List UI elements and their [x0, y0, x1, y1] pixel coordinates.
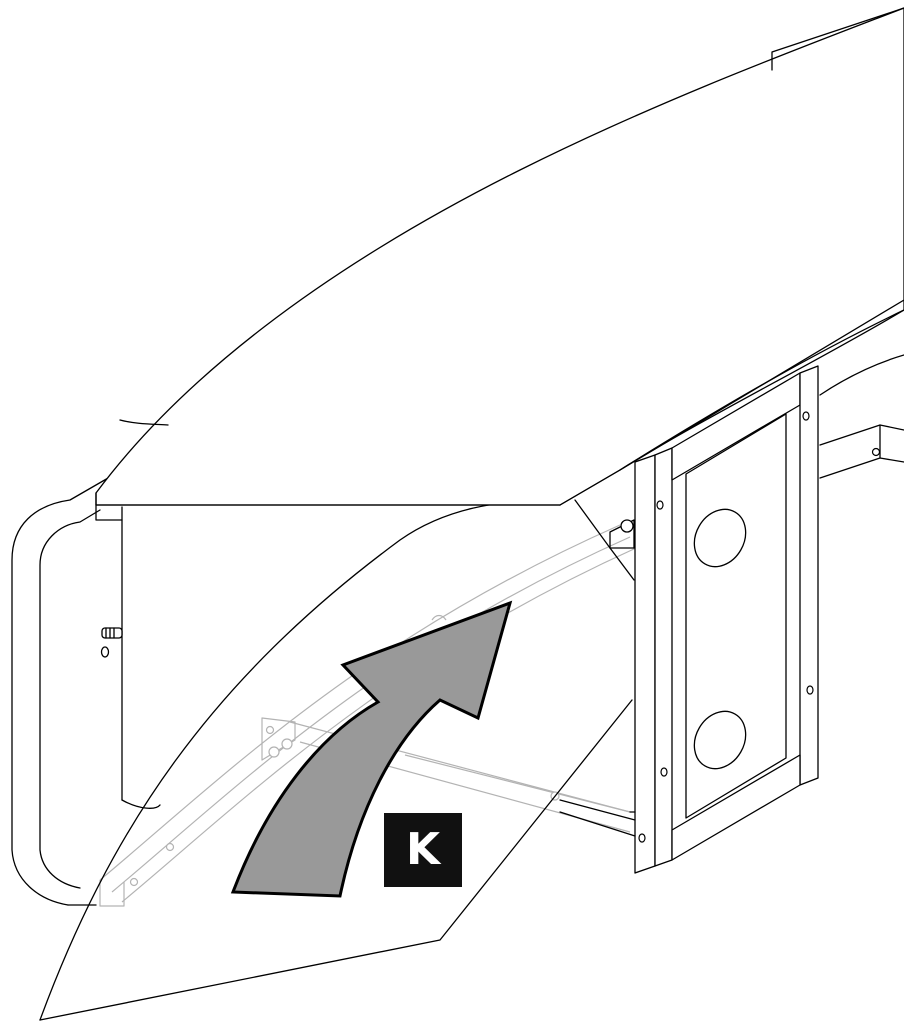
- rear-frame: [559, 365, 819, 874]
- curved-hood-cover: [95, 7, 904, 506]
- rotation-arrow: [230, 600, 513, 898]
- callout-label: K: [405, 824, 441, 875]
- panel-fastener: [100, 627, 123, 658]
- side-bracket-arm: [819, 354, 904, 479]
- side-panel: [39, 499, 633, 1021]
- callout-label-box: [384, 813, 462, 887]
